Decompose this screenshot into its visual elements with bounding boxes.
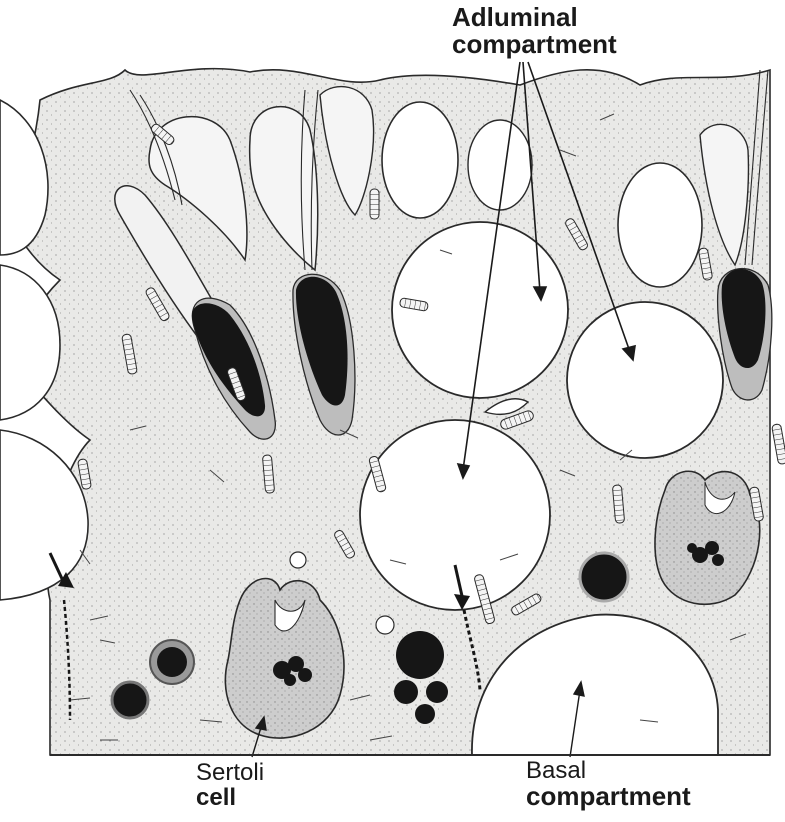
adluminal-label-line2: compartment <box>452 31 617 58</box>
adluminal-compartment-label: Adluminal compartment <box>452 4 617 59</box>
upper-right-space-a <box>382 102 458 218</box>
spermatocyte-space-lower <box>360 420 550 610</box>
sertoli-label-line1: Sertoli <box>196 760 264 785</box>
upper-space-c <box>468 120 532 210</box>
sertoli-label-line2: cell <box>196 785 264 810</box>
basal-label-line1: Basal <box>526 758 691 783</box>
basal-compartment-label: Basal compartment <box>526 758 691 810</box>
upper-right-space-b <box>618 163 702 287</box>
adluminal-label-line1: Adluminal <box>452 4 617 31</box>
sertoli-cell-label: Sertoli cell <box>196 760 264 810</box>
basal-label-line2: compartment <box>526 783 691 810</box>
spermatocyte-space-right <box>567 302 723 458</box>
